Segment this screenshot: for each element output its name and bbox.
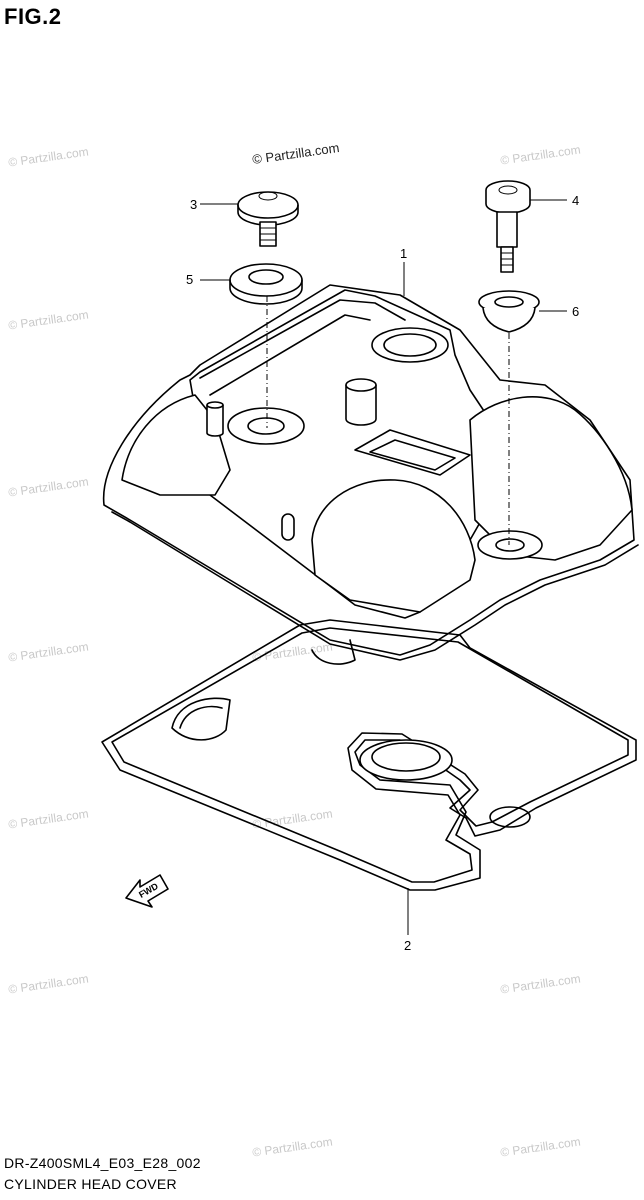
- part-2-gasket[interactable]: [101, 619, 637, 891]
- figure-label: FIG.2: [4, 4, 62, 29]
- callout-4: 4: [572, 193, 580, 208]
- leader-lines: [200, 199, 567, 935]
- part-5-washer[interactable]: [229, 263, 303, 305]
- forward-direction-arrow: FWD: [125, 874, 169, 908]
- callout-5: 5: [186, 272, 194, 287]
- model-code: DR-Z400SML4_E03_E28_002: [4, 1155, 201, 1171]
- diagram-caption: CYLINDER HEAD COVER: [4, 1176, 177, 1192]
- callout-3: 3: [190, 197, 198, 212]
- part-3-bolt[interactable]: [237, 191, 299, 247]
- part-4-bolt[interactable]: [485, 180, 531, 273]
- callout-1: 1: [400, 246, 408, 261]
- callout-6: 6: [572, 304, 580, 319]
- callout-2: 2: [404, 938, 412, 953]
- part-6-grommet[interactable]: [478, 290, 540, 333]
- part-1-cylinder-head-cover[interactable]: [102, 284, 639, 661]
